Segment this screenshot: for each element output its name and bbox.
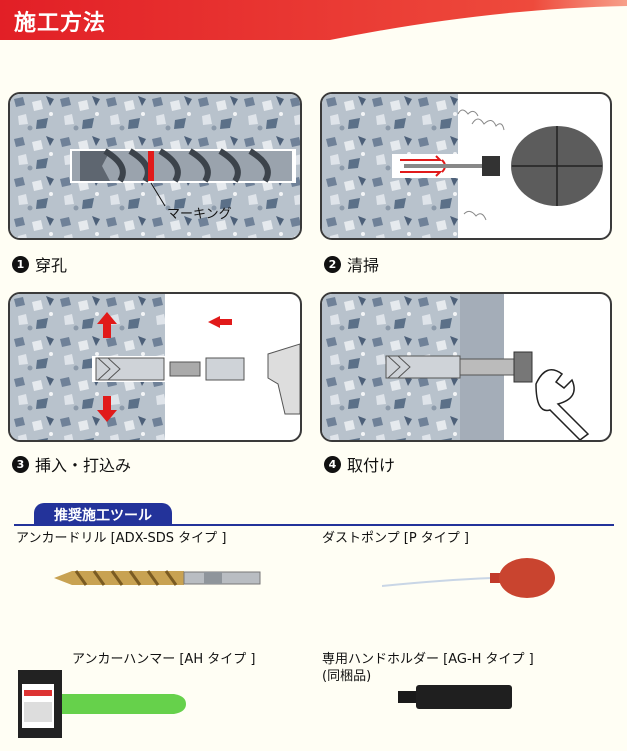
tool-anchor-hammer-label: アンカーハンマー [AH タイプ ] xyxy=(72,652,256,667)
tool-hand-holder-label: 専用ハンドホルダー [AG-H タイプ ] (同梱品) xyxy=(322,651,534,685)
step-number-badge: 4 xyxy=(324,455,341,473)
marking-label: マーキング xyxy=(167,207,232,222)
section-header: 施工方法 xyxy=(0,0,627,44)
step-number-badge: 3 xyxy=(12,455,29,473)
hand-holder-image xyxy=(398,685,512,709)
anchor-drill-image xyxy=(54,570,261,586)
step-number-badge: 1 xyxy=(12,255,29,273)
step-number-badge: 2 xyxy=(324,255,341,273)
step3-illustration xyxy=(8,292,302,442)
step1-illustration: マーキング xyxy=(8,92,302,240)
insert-diagram xyxy=(10,294,300,440)
step4-label: 4 取付け xyxy=(324,452,395,476)
step3-label: 3 挿入・打込み xyxy=(12,452,131,476)
step1-label: 1 穿孔 xyxy=(12,252,67,276)
step4-illustration xyxy=(320,292,612,442)
step2-label: 2 清掃 xyxy=(324,252,379,276)
step2-illustration xyxy=(320,92,612,240)
step-title: 穿孔 xyxy=(35,256,68,275)
hand-holder-note: (同梱品) xyxy=(322,669,372,684)
tools-section-title: 推奨施工ツール xyxy=(34,503,172,526)
anchor-hammer-image xyxy=(18,670,186,738)
header-banner xyxy=(0,0,627,40)
step-title: 清掃 xyxy=(347,256,380,275)
step-title: 取付け xyxy=(347,456,396,475)
hand-holder-name: 専用ハンドホルダー [AG-H タイプ ] xyxy=(322,652,534,667)
tools-divider xyxy=(14,524,614,526)
cleaning-diagram xyxy=(322,94,603,238)
tool-dust-pump-label: ダストポンプ [P タイプ ] xyxy=(322,531,469,546)
step-title: 挿入・打込み xyxy=(35,456,132,475)
dust-pump-image xyxy=(382,558,555,598)
fixing-diagram xyxy=(322,294,590,440)
tool-anchor-drill-label: アンカードリル [ADX-SDS タイプ ] xyxy=(16,531,227,546)
page-title: 施工方法 xyxy=(14,11,107,36)
drilling-diagram: マーキング xyxy=(10,94,300,238)
